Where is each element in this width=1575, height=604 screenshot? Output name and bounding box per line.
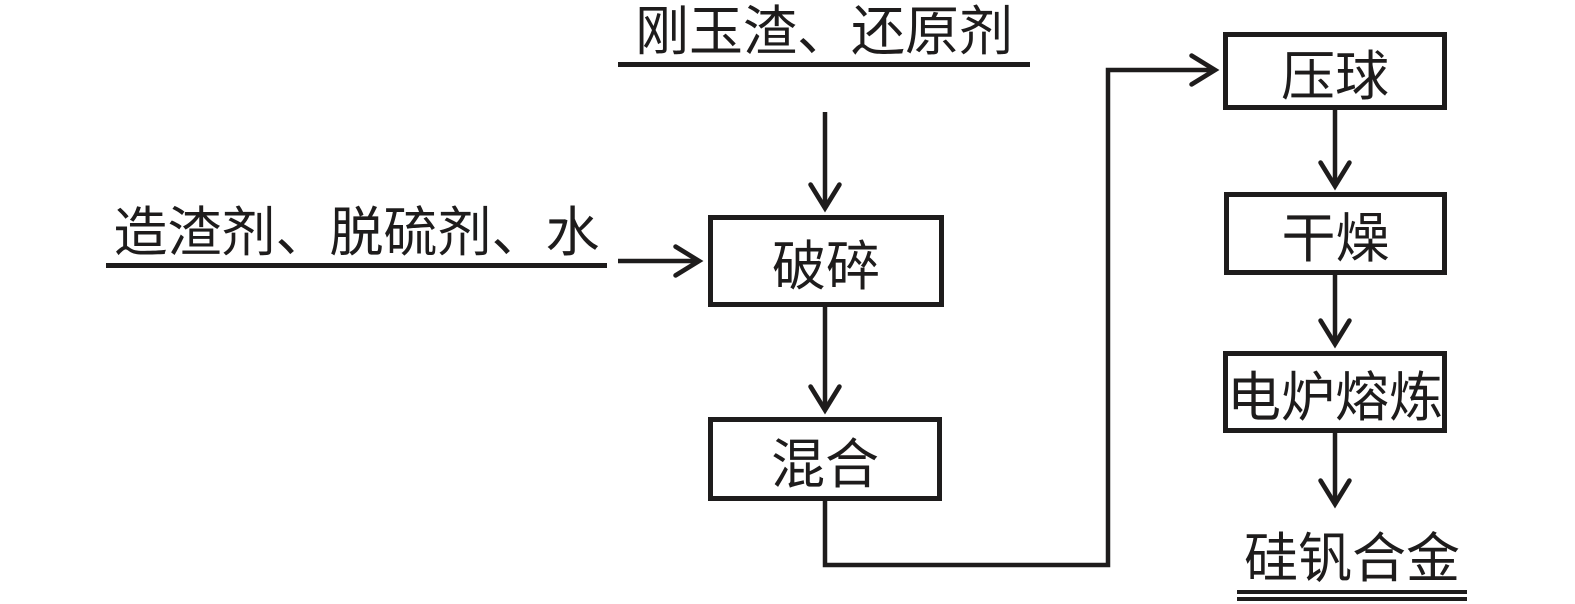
process-box-smelt-label: 电炉熔炼 [1227, 365, 1443, 429]
input-label-corundum-slag-reducer: 刚玉渣、还原剂 [618, 2, 1030, 67]
process-box-mix-label: 混合 [771, 432, 879, 496]
output-label-silicon-vanadium-alloy: 硅钒合金 [1237, 528, 1467, 601]
process-box-crush: 破碎 [708, 215, 944, 307]
process-box-crush-label: 破碎 [772, 234, 880, 298]
process-box-press: 压球 [1223, 32, 1447, 110]
process-box-smelt: 电炉熔炼 [1223, 351, 1447, 433]
input-label-slagging-desulfurizer-water: 造渣剂、脱硫剂、水 [106, 203, 607, 268]
process-box-dry: 干燥 [1224, 192, 1447, 275]
process-box-dry-label: 干燥 [1281, 207, 1390, 270]
process-box-mix: 混合 [708, 417, 942, 501]
process-box-press-label: 压球 [1281, 44, 1389, 108]
connector-mix-to-press [822, 53, 1220, 568]
